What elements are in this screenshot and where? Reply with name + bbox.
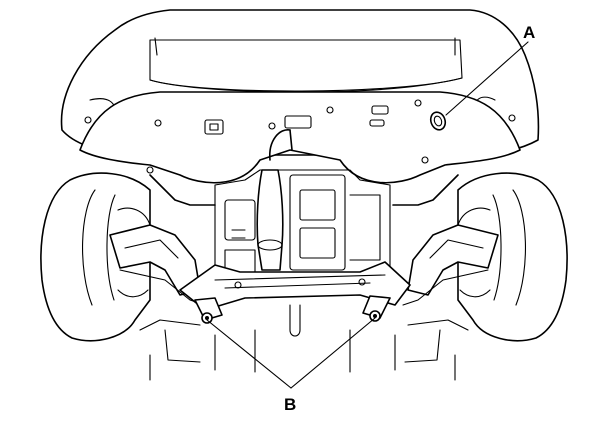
right-subframe-bolt [362, 295, 391, 322]
right-wheel [457, 172, 568, 342]
tow-hook-cover [429, 111, 447, 131]
left-lower-arm [109, 174, 216, 306]
callout-a-leader [445, 41, 529, 116]
splash-shield [79, 91, 521, 184]
exhaust-pipe [256, 129, 293, 271]
right-lower-arm [392, 174, 499, 306]
callout-label-a: A [523, 23, 535, 42]
left-wheel [40, 172, 151, 342]
front-subframe [179, 261, 411, 311]
engine-assembly [214, 169, 391, 281]
callout-label-b: B [284, 395, 296, 414]
left-subframe-bolt [194, 297, 223, 324]
lower-structure [139, 304, 469, 381]
callout-b-leaders [206, 317, 376, 389]
